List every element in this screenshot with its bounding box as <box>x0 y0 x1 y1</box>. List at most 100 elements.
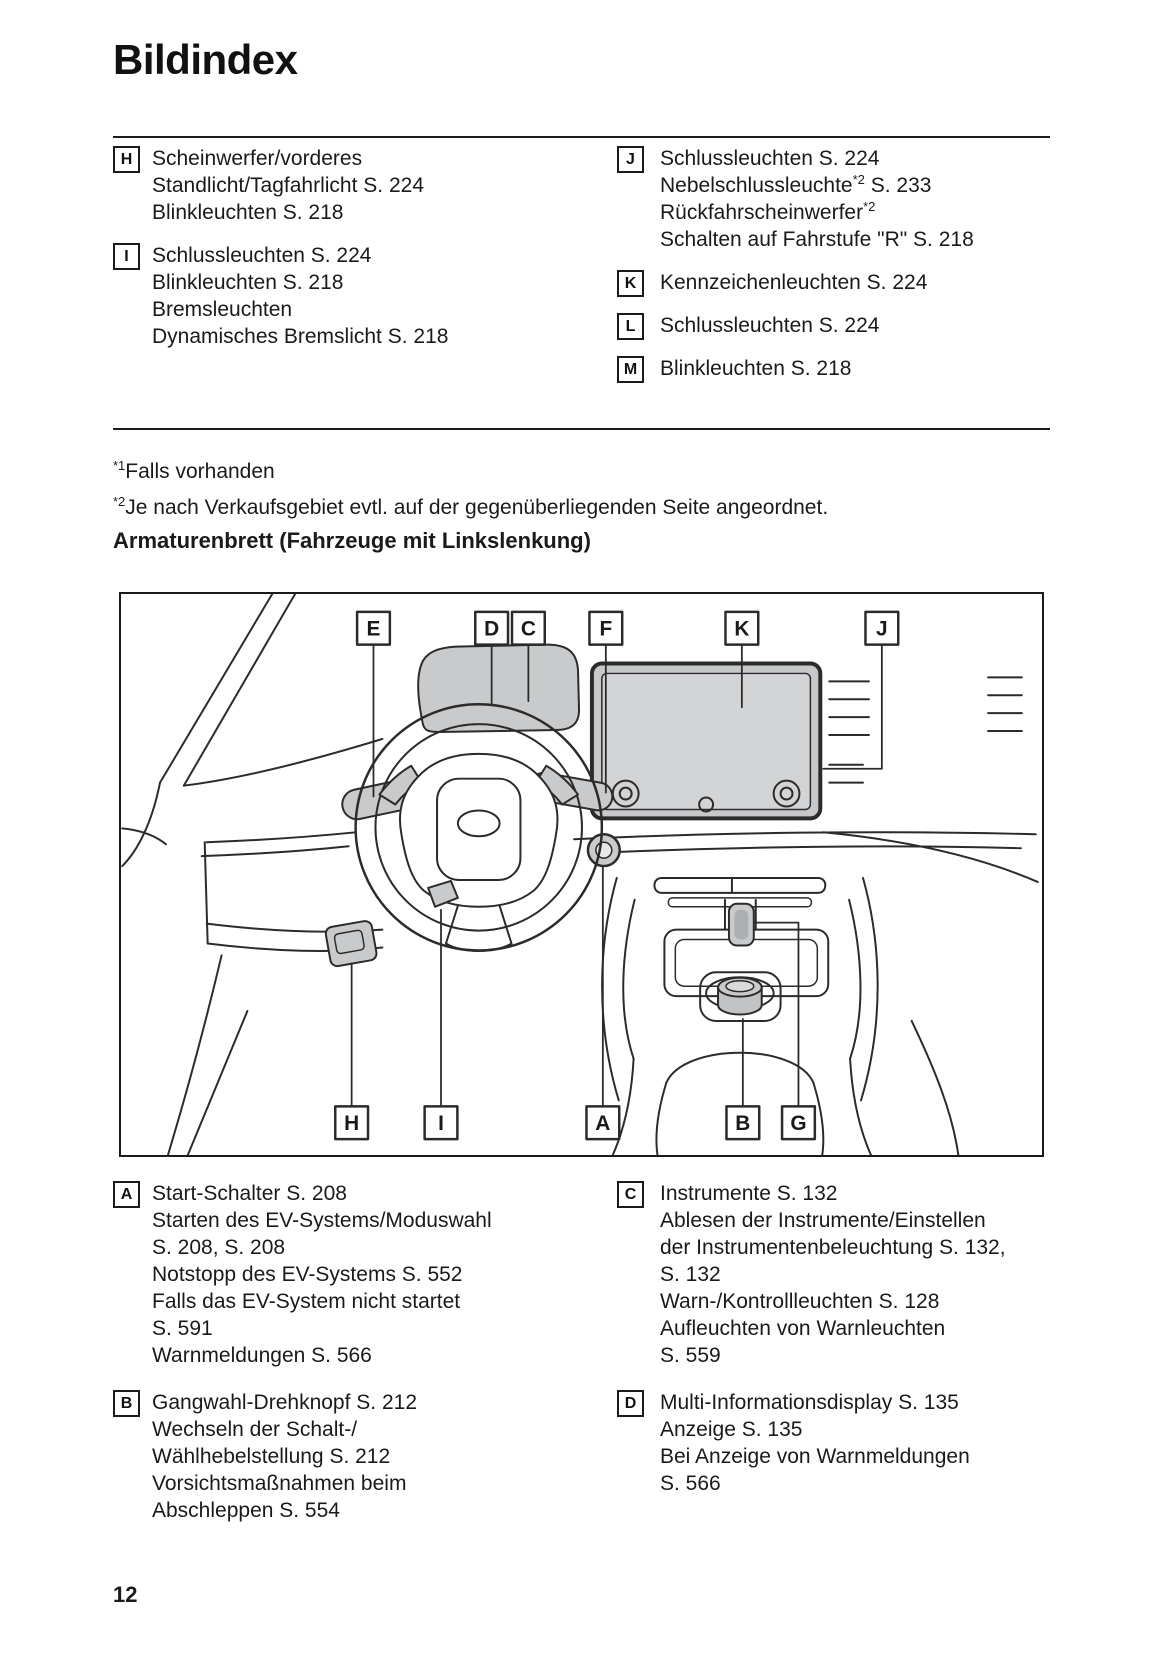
callout-letter-box: J <box>617 146 644 173</box>
a-pillar <box>121 593 384 868</box>
diagram-callout-letter-F: F <box>599 618 612 641</box>
index-line: Vorsichtsmaßnahmen beim <box>152 1472 407 1495</box>
diagram-callout-box-F <box>588 610 624 646</box>
callout-letter-box: H <box>113 146 140 173</box>
diagram-callout-letter-B: B <box>735 1112 750 1135</box>
index-line: Start-Schalter S. 208 <box>152 1182 347 1205</box>
index-line: Blinkleuchten S. 218 <box>660 357 852 380</box>
touchscreen-display <box>589 661 823 821</box>
superscript-marker: *1 <box>113 458 126 473</box>
index-line: Gangwahl-Drehknopf S. 212 <box>152 1391 417 1414</box>
diagram-callout-letter-H: H <box>344 1112 359 1135</box>
callout-letter-box: A <box>113 1181 140 1208</box>
gear-selector-dial <box>699 971 782 1022</box>
index-line: S. 132 <box>660 1263 721 1286</box>
index-line: Schalten auf Fahrstufe "R" S. 218 <box>660 228 974 251</box>
index-line: S. 559 <box>660 1344 721 1367</box>
index-line: Anzeige S. 135 <box>660 1418 803 1441</box>
callout-letter-box: L <box>617 313 644 340</box>
index-line: Warnmeldungen S. 566 <box>152 1344 372 1367</box>
index-line: Scheinwerfer/vorderes <box>152 147 363 170</box>
diagram-callout-box-B <box>725 1105 761 1141</box>
index-line: Starten des EV-Systems/Moduswahl <box>152 1209 492 1232</box>
diagram-callout-box-J <box>864 610 900 646</box>
index-line: Multi-Informationsdisplay S. 135 <box>660 1391 959 1414</box>
callout-letter-box: K <box>617 270 644 297</box>
start-switch <box>586 833 621 868</box>
index-line: Instrumente S. 132 <box>660 1182 838 1205</box>
index-line: Bremsleuchten <box>152 298 293 321</box>
superscript-marker: *2 <box>113 494 126 509</box>
index-line: Wechseln der Schalt-/ <box>152 1418 358 1441</box>
index-item-lines: Blinkleuchten S. 218 <box>660 355 1057 382</box>
air-vents <box>828 676 1023 784</box>
light-switch-panel <box>324 920 378 968</box>
diagram-callout-letter-G: G <box>790 1112 806 1135</box>
diagram-callout-letter-D: D <box>484 618 499 641</box>
index-item-K: K Kennzeichenleuchten S. 224 <box>617 269 1057 297</box>
dash-shelf <box>573 831 1039 1156</box>
index-item-L: L Schlussleuchten S. 224 <box>617 312 1057 340</box>
footnote-2: *2Je nach Verkaufsgebiet evtl. auf der g… <box>113 494 829 519</box>
diagram-callout-box-C <box>510 610 547 646</box>
diagram-callout-box-A <box>585 1105 621 1141</box>
index-line: Kennzeichenleuchten S. 224 <box>660 271 928 294</box>
diagram-callout-letter-I: I <box>438 1112 444 1135</box>
index-line: Falls das EV-System nicht startet <box>152 1290 461 1313</box>
section-heading: Armaturenbrett (Fahrzeuge mit Linkslenku… <box>113 528 591 553</box>
superscript-marker: *2 <box>852 172 865 187</box>
diagram-callout-letter-K: K <box>734 618 749 641</box>
index-line: Bei Anzeige von Warnmeldungen <box>660 1445 970 1468</box>
index-line: Schlussleuchten S. 224 <box>152 244 372 267</box>
footnote-1: *1Falls vorhanden <box>113 458 275 483</box>
index-line: Notstopp des EV-Systems S. 552 <box>152 1263 463 1286</box>
index-line: Dynamisches Bremslicht S. 218 <box>152 325 449 348</box>
callout-letter-box: B <box>113 1390 140 1417</box>
diagram-callout-letter-A: A <box>595 1112 610 1135</box>
diagram-callout-box-I <box>423 1105 459 1141</box>
callout-letter-box: M <box>617 356 644 383</box>
superscript-marker: *2 <box>863 199 876 214</box>
diagram-callout-box-D <box>474 610 510 646</box>
index-line: Rückfahrscheinwerfer*2 <box>660 199 876 224</box>
diagram-callout-letter-J: J <box>876 618 888 641</box>
index-item-lines: Schlussleuchten S. 224 <box>660 312 1057 339</box>
index-line: Ablesen der Instrumente/Einstellen <box>660 1209 986 1232</box>
index-line: Warn-/Kontrollleuchten S. 128 <box>660 1290 940 1313</box>
page-number: 12 <box>113 1582 138 1607</box>
callout-letter-box: I <box>113 243 140 270</box>
diagram-callout-box-G <box>780 1105 817 1141</box>
index-line: Aufleuchten von Warnleuchten <box>660 1317 946 1340</box>
diagram-callout-box-K <box>724 610 760 646</box>
diagram-callout-letter-C: C <box>521 618 536 641</box>
horizontal-rule <box>113 136 1050 138</box>
page-title: Bildindex <box>113 36 298 83</box>
index-line: Blinkleuchten S. 218 <box>152 271 344 294</box>
index-line: der Instrumentenbeleuchtung S. 132, <box>660 1236 1006 1259</box>
index-item-lines: Kennzeichenleuchten S. 224 <box>660 269 1057 296</box>
index-line: Schlussleuchten S. 224 <box>660 147 880 170</box>
diagram-callout-box-E <box>355 610 392 646</box>
index-line: Abschleppen S. 554 <box>152 1499 340 1522</box>
instrument-cluster <box>417 643 581 734</box>
callout-letter-box: D <box>617 1390 644 1417</box>
callout-leader-lines <box>350 643 883 1108</box>
